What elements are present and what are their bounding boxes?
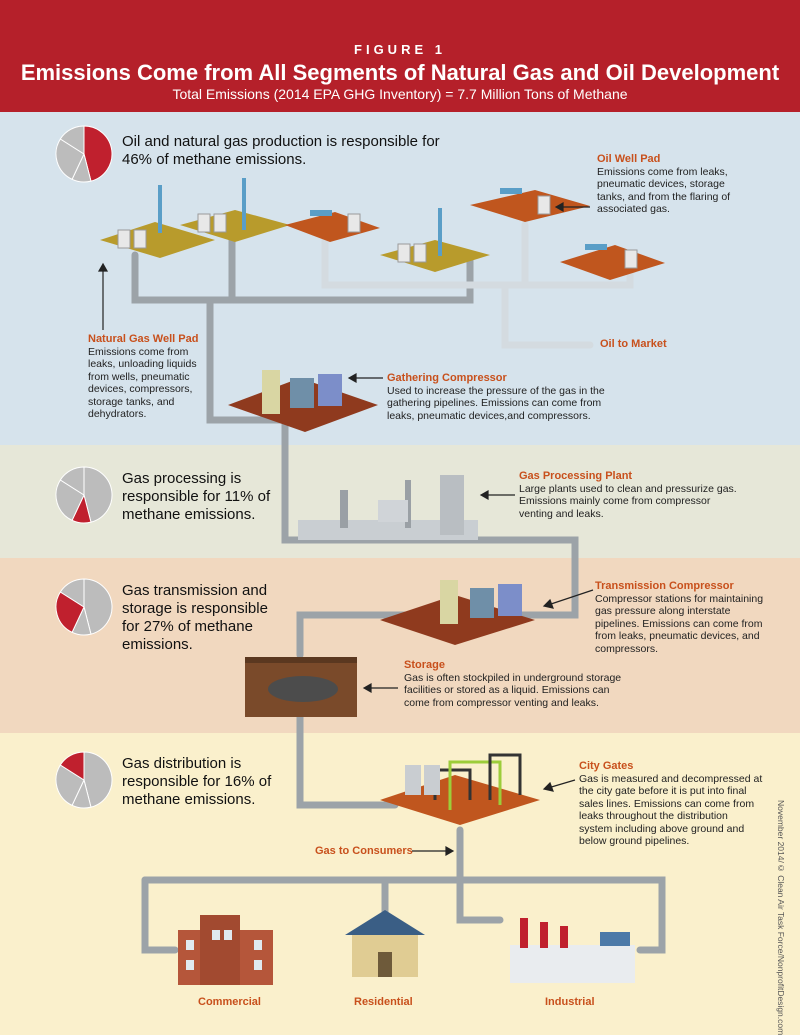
industrial-label: Industrial <box>545 996 595 1008</box>
gas-processing-plant-label: Gas Processing Plant Large plants used t… <box>519 470 744 520</box>
page-subtitle: Total Emissions (2014 EPA GHG Inventory)… <box>172 86 628 102</box>
production-pie-graphic <box>55 125 113 183</box>
gas-processing-plant-body: Large plants used to clean and pressuriz… <box>519 482 737 520</box>
transmission-compressor-title: Transmission Compressor <box>595 580 734 592</box>
gathering-compressor-title: Gathering Compressor <box>387 372 507 384</box>
residential-label: Residential <box>354 996 413 1008</box>
commercial-label: Commercial <box>198 996 261 1008</box>
pie-slice-other <box>55 479 85 522</box>
transmission-pie-graphic <box>55 578 113 636</box>
transmission-band <box>0 558 800 733</box>
transmission-pie-chart <box>55 578 113 636</box>
pie-slice-other <box>55 764 85 807</box>
residential-house <box>345 910 425 977</box>
distribution-band <box>0 733 800 1035</box>
gas-to-consumers-label: Gas to Consumers <box>315 845 413 857</box>
transmission-compressor-label: Transmission Compressor Compressor stati… <box>595 580 775 655</box>
processing-pie-graphic <box>55 466 113 524</box>
pie-slice-other <box>59 125 85 155</box>
credit-line: November 2014/© Clean Air Task Force/Non… <box>776 800 786 1035</box>
header-banner: FIGURE 1 Emissions Come from All Segment… <box>0 0 800 112</box>
processing-summary: Gas processing is responsible for 11% of… <box>122 470 271 523</box>
gas-processing-plant-title: Gas Processing Plant <box>519 470 633 482</box>
distribution-pie-graphic <box>55 751 113 809</box>
pie-slice-other <box>59 578 85 608</box>
natural-gas-well-pad-title: Natural Gas Well Pad <box>88 333 199 345</box>
processing-pie-chart <box>55 466 113 524</box>
commercial-building <box>178 915 273 985</box>
production-summary: Oil and natural gas production is respon… <box>122 133 440 168</box>
industrial-factory <box>510 918 635 983</box>
pie-slice-other <box>83 578 113 635</box>
distribution-pie-chart <box>55 751 113 809</box>
storage-label: Storage Gas is often stockpiled in under… <box>404 659 634 709</box>
gathering-compressor-label: Gathering Compressor Used to increase th… <box>387 372 612 422</box>
pie-slice-other <box>59 466 85 496</box>
production-pie-chart <box>55 125 113 183</box>
pie-slice-highlight <box>55 591 85 634</box>
storage-body: Gas is often stockpiled in underground s… <box>404 671 622 709</box>
figure-label: FIGURE 1 <box>354 42 446 57</box>
oil-to-market-label: Oil to Market <box>600 338 667 350</box>
transmission-compressor-body: Compressor stations for maintaining gas … <box>595 592 764 655</box>
oil-well-pad-label: Oil Well Pad Emissions come from leaks, … <box>597 153 742 216</box>
pie-slice-other <box>55 138 85 181</box>
gathering-compressor-body: Used to increase the pressure of the gas… <box>387 384 605 422</box>
oil-well-pad-title: Oil Well Pad <box>597 153 661 165</box>
oil-well-pad-body: Emissions come from leaks, pneumatic dev… <box>597 165 731 216</box>
storage-title: Storage <box>404 659 445 671</box>
pie-slice-other <box>83 751 113 808</box>
pie-slice-other <box>83 466 113 523</box>
city-gates-label: City Gates Gas is measured and decompres… <box>579 760 764 848</box>
city-gates-title: City Gates <box>579 760 634 772</box>
pie-slice-highlight <box>83 125 113 182</box>
natural-gas-well-pad-label: Natural Gas Well Pad Emissions come from… <box>88 333 206 421</box>
pie-slice-highlight <box>59 751 85 781</box>
oil-well-pads <box>285 190 665 280</box>
transmission-summary: Gas transmission and storage is responsi… <box>122 582 268 653</box>
natural-gas-well-pad-body: Emissions come from leaks, unloading liq… <box>88 345 197 421</box>
page-title: Emissions Come from All Segments of Natu… <box>20 60 780 85</box>
city-gates-body: Gas is measured and decompressed at the … <box>579 772 763 848</box>
distribution-summary: Gas distribution is responsible for 16% … <box>122 755 272 808</box>
